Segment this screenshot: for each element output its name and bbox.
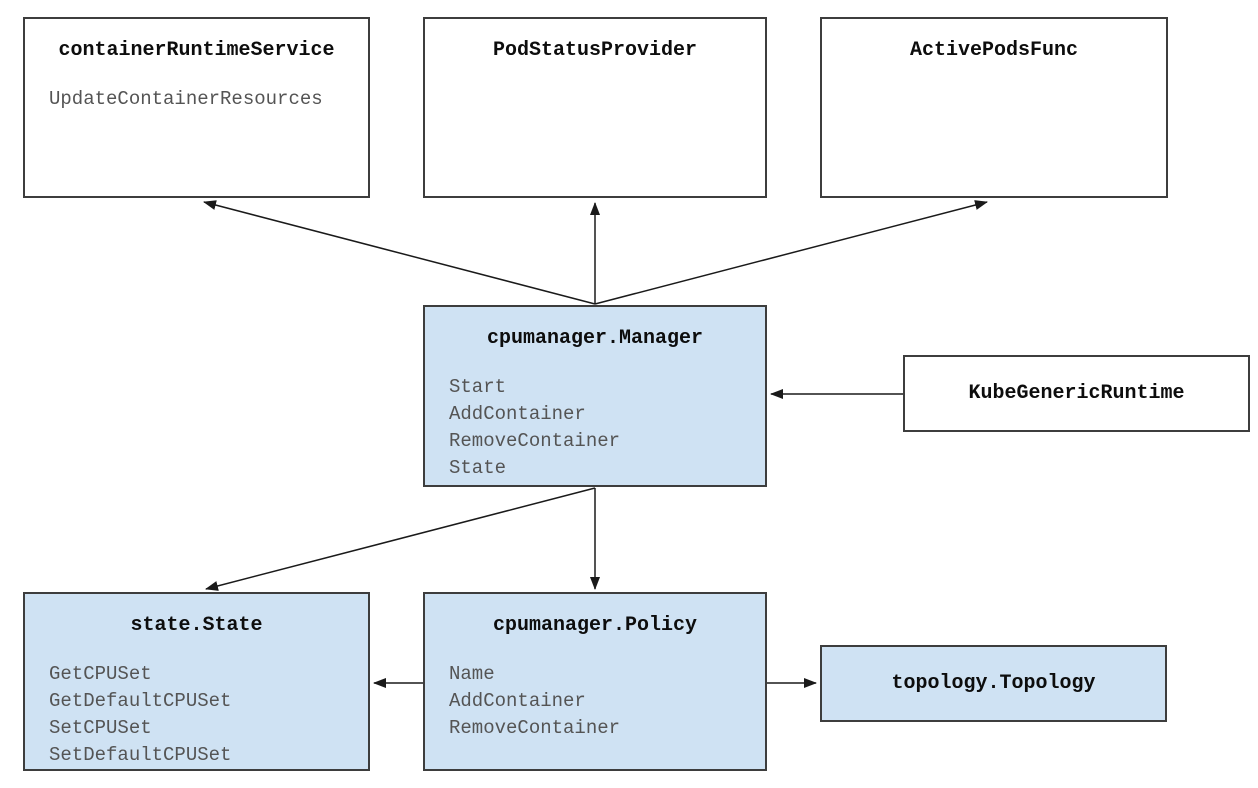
method-item: SetCPUSet bbox=[49, 717, 152, 739]
node-title: topology.Topology bbox=[891, 672, 1096, 695]
method-item: Name bbox=[449, 663, 495, 685]
node-title: PodStatusProvider bbox=[492, 39, 698, 62]
node-cpumanager-manager: cpumanager.Manager Start AddContainer Re… bbox=[423, 305, 767, 487]
node-title: ActivePodsFunc bbox=[909, 39, 1079, 62]
node-kube-generic-runtime: KubeGenericRuntime bbox=[903, 355, 1250, 432]
node-state-state: state.State GetCPUSet GetDefaultCPUSet S… bbox=[23, 592, 370, 771]
node-topology-topology: topology.Topology bbox=[820, 645, 1167, 722]
method-item: GetDefaultCPUSet bbox=[49, 690, 232, 712]
node-title: state.State bbox=[130, 614, 263, 637]
method-item: UpdateContainerResources bbox=[49, 88, 323, 110]
method-item: GetCPUSet bbox=[49, 663, 152, 685]
node-title: cpumanager.Policy bbox=[492, 614, 698, 637]
node-title: KubeGenericRuntime bbox=[968, 382, 1185, 405]
node-container-runtime-service: containerRuntimeService UpdateContainerR… bbox=[23, 17, 370, 198]
node-cpumanager-policy: cpumanager.Policy Name AddContainer Remo… bbox=[423, 592, 767, 771]
method-item: RemoveContainer bbox=[449, 430, 621, 452]
arrow-manager-to-container-runtime-service bbox=[203, 200, 596, 305]
method-item: AddContainer bbox=[449, 403, 586, 425]
method-item: Start bbox=[449, 376, 507, 398]
method-item: State bbox=[449, 457, 507, 479]
node-title: containerRuntimeService bbox=[58, 39, 335, 62]
arrow-manager-to-state-state bbox=[205, 487, 596, 591]
method-item: SetDefaultCPUSet bbox=[49, 744, 232, 766]
arrow-manager-to-active-pods-func bbox=[594, 200, 988, 305]
method-item: RemoveContainer bbox=[449, 717, 621, 739]
node-title: cpumanager.Manager bbox=[486, 327, 704, 350]
node-active-pods-func: ActivePodsFunc bbox=[820, 17, 1168, 198]
method-item: AddContainer bbox=[449, 690, 586, 712]
node-pod-status-provider: PodStatusProvider bbox=[423, 17, 767, 198]
